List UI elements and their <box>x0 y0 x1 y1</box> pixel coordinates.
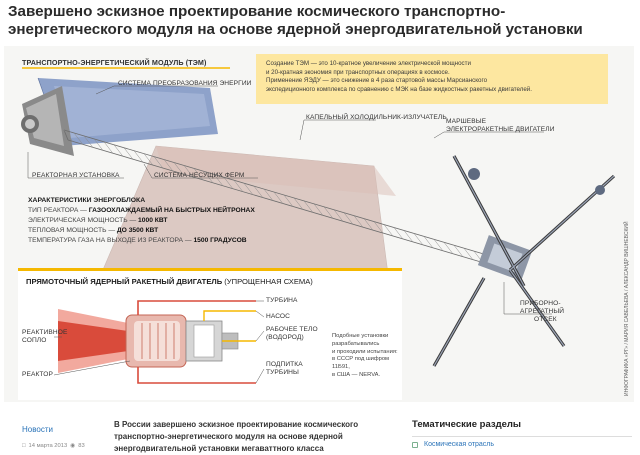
label-thrusters-1: МАРШЕВЫЕ <box>446 118 487 125</box>
engine-label-feed-1: ПОДПИТКА <box>266 361 303 368</box>
sections-title: Тематические разделы <box>412 419 522 430</box>
sections-item[interactable]: Космическая отрасль <box>412 441 632 448</box>
section-icon <box>412 441 418 448</box>
info-box: Создание ТЭМ — это 10-кратное увеличение… <box>256 54 608 104</box>
label-instrument-1: ПРИБОРНО- <box>520 300 561 307</box>
news-link[interactable]: Новости <box>22 425 53 434</box>
infographic-credit: ИНФОГРАФИКА «РГ» / МАРИЯ САВЕЛЬЕВА / АЛЕ… <box>624 221 630 396</box>
engine-diagram <box>53 300 265 384</box>
infographic: ТРАНСПОРТНО-ЭНЕРГЕТИЧЕСКИЙ МОДУЛЬ (ТЭМ) … <box>4 46 634 402</box>
news-views: 83 <box>78 443 85 449</box>
calendar-icon: □ <box>22 443 26 449</box>
info-line: экспедиционного комплекса по сравнению с… <box>266 85 532 93</box>
label-truss-system: СИСТЕМА НЕСУЩИХ ФЕРМ <box>154 172 245 179</box>
engine-label-feed-2: ТУРБИНЫ <box>266 369 299 376</box>
spec-row: ТЕПЛОВАЯ МОЩНОСТЬ — ДО 3500 КВТ <box>28 227 159 234</box>
label-reactor-unit: РЕАКТОРНАЯ УСТАНОВКА <box>32 172 120 179</box>
engine-label-pump: НАСОС <box>266 313 291 320</box>
info-line: Создание ТЭМ — это 10-кратное увеличение… <box>266 60 471 67</box>
engine-label-nozzle-1: РЕАКТИВНОЕ <box>22 329 68 336</box>
module-title: ТРАНСПОРТНО-ЭНЕРГЕТИЧЕСКИЙ МОДУЛЬ (ТЭМ) <box>22 58 207 67</box>
label-droplet-radiator: КАПЕЛЬНЫЙ ХОЛОДИЛЬНИК-ИЗЛУЧАТЕЛЬ <box>306 114 447 121</box>
label-conversion-system: СИСТЕМА ПРЕОБРАЗОВАНИЯ ЭНЕРГИИ <box>118 80 252 87</box>
spec-row: ЭЛЕКТРИЧЕСКАЯ МОЩНОСТЬ — 1000 КВТ <box>28 217 168 224</box>
spec-title: ХАРАКТЕРИСТИКИ ЭНЕРГОБЛОКА <box>28 197 146 204</box>
engine-label-nozzle-2: СОПЛО <box>22 337 47 344</box>
label-instrument-3: ОТСЕК <box>534 316 557 323</box>
news-date: 14 марта 2013 <box>28 443 68 449</box>
sections-item-label: Космическая отрасль <box>424 441 495 448</box>
label-instrument-2: АГРЕГАТНЫЙ <box>520 308 565 315</box>
article-lead: В России завершено эскизное проектирован… <box>114 420 359 453</box>
engine-label-turbine: ТУРБИНА <box>266 297 298 304</box>
engine-label-fluid-1: РАБОЧЕЕ ТЕЛО <box>266 326 318 333</box>
label-thrusters-2: ЭЛЕКТРОРАКЕТНЫЕ ДВИГАТЕЛИ <box>446 126 555 133</box>
engine-panel: ПРЯМОТОЧНЫЙ ЯДЕРНЫЙ РАКЕТНЫЙ ДВИГАТЕЛЬ (… <box>18 268 402 400</box>
engine-label-fluid-2: (ВОДОРОД) <box>266 334 304 341</box>
engine-title: ПРЯМОТОЧНЫЙ ЯДЕРНЫЙ РАКЕТНЫЙ ДВИГАТЕЛЬ (… <box>26 277 313 286</box>
eye-icon: ◉ <box>70 443 76 449</box>
info-line: Применение ЯЭДУ — это снижение в 4 раза … <box>266 77 488 85</box>
page-headline: Завершено эскизное проектирование космич… <box>8 3 583 38</box>
engine-label-reactor: РЕАКТОР <box>22 371 53 378</box>
sections-divider <box>412 436 632 437</box>
info-line: и 20-кратная экономия при транспортных о… <box>266 68 450 76</box>
engine-note: Подобные установки разрабатывались и про… <box>332 333 398 378</box>
news-column: Новости □ 14 марта 2013 ◉ 83 <box>22 419 112 449</box>
sections-panel: Тематические разделы Космическая отрасль <box>412 419 632 448</box>
spec-block: ХАРАКТЕРИСТИКИ ЭНЕРГОБЛОКА ТИП РЕАКТОРА … <box>28 196 288 246</box>
news-meta: □ 14 марта 2013 ◉ 83 <box>22 443 112 449</box>
spec-row: ТИП РЕАКТОРА — ГАЗООХЛАЖДАЕМЫЙ НА БЫСТРЫ… <box>28 207 255 214</box>
spec-row: ТЕМПЕРАТУРА ГАЗА НА ВЫХОДЕ ИЗ РЕАКТОРА —… <box>28 237 247 244</box>
